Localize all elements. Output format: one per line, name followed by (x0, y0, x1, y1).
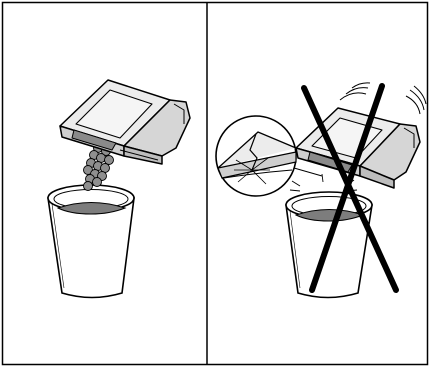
waste-bin-icon (48, 185, 134, 298)
panel-frame (3, 3, 428, 365)
